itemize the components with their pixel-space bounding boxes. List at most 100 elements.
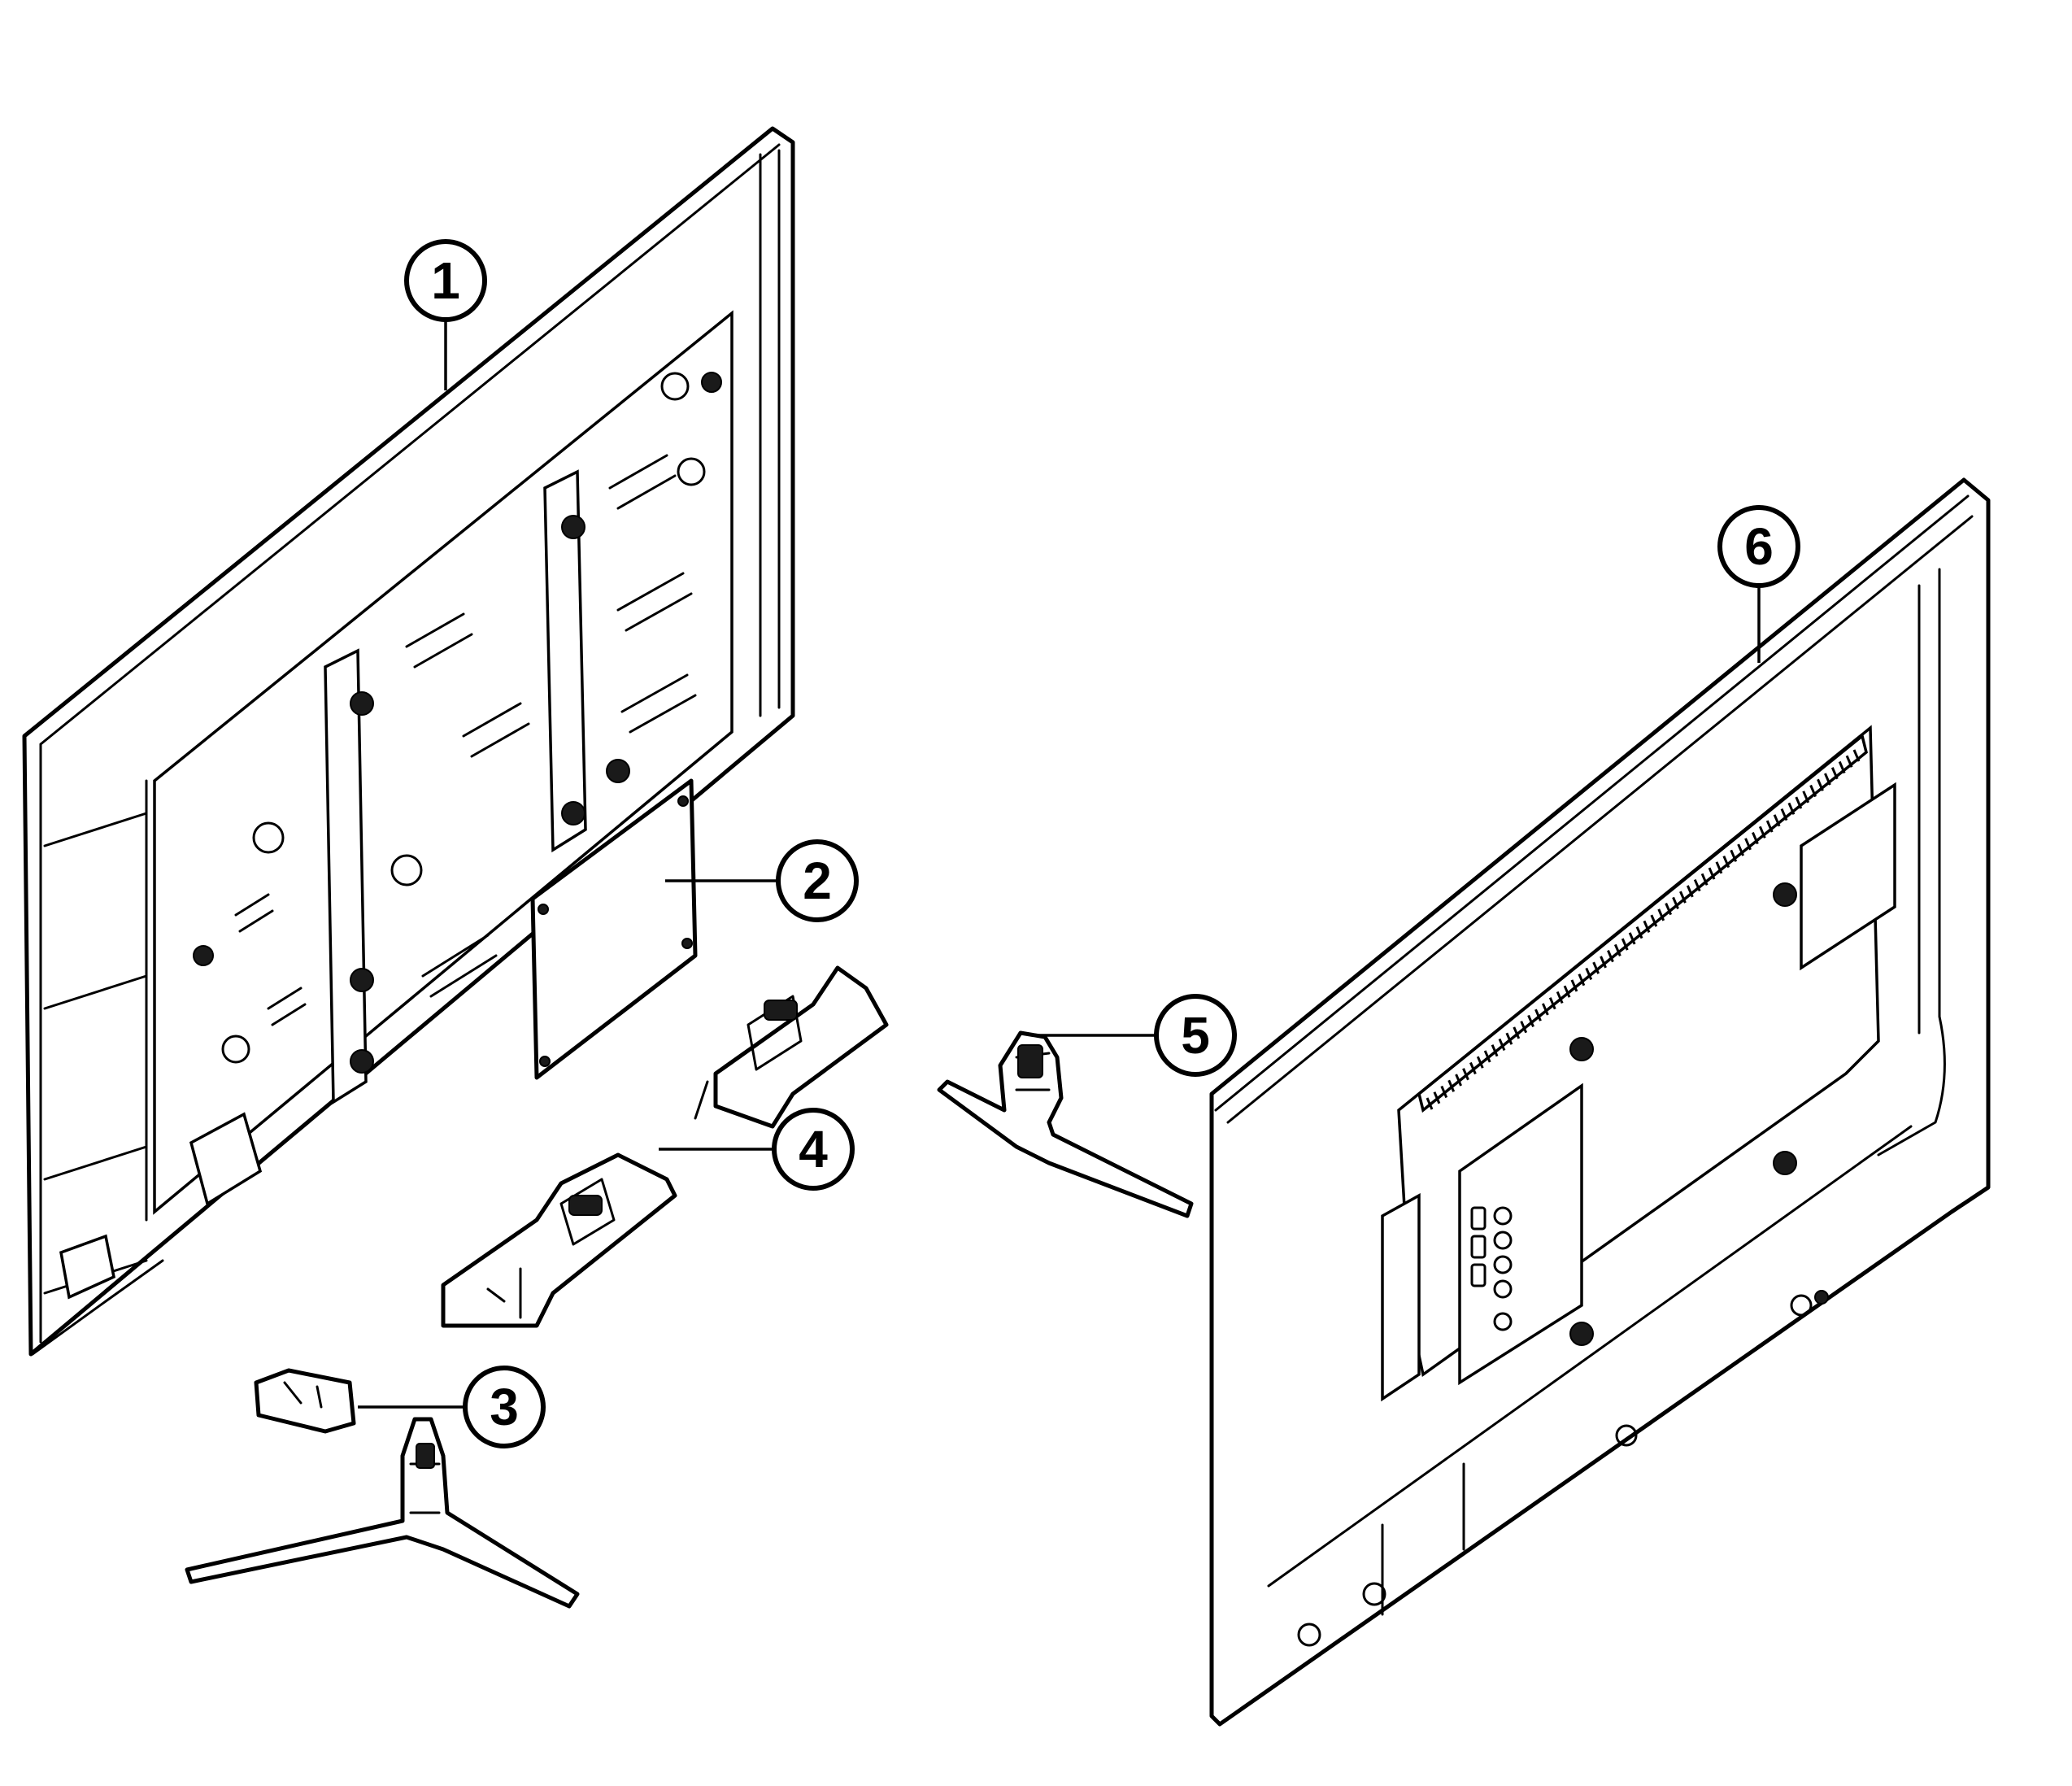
vent-slot — [1752, 831, 1759, 845]
panel-board-holes — [538, 795, 693, 1067]
vent-slot — [1541, 1003, 1549, 1016]
stand-base — [185, 1417, 580, 1609]
front-panel-bottom-tab — [189, 1112, 263, 1206]
front-panel-right-rail — [759, 149, 781, 717]
front-panel-screws — [221, 372, 706, 1064]
vent-slot — [1795, 796, 1803, 809]
vent-slot — [1657, 908, 1665, 921]
vent-slot — [1824, 773, 1831, 786]
vent-slot — [1737, 843, 1745, 856]
vent-slot — [1578, 974, 1586, 987]
callout-number: 5 — [1181, 1006, 1210, 1065]
vent-slot — [1700, 873, 1709, 886]
vent-slot — [1852, 749, 1861, 762]
callout-number: 4 — [799, 1120, 828, 1178]
stand-side-right — [937, 1030, 1194, 1218]
vent-slot — [1498, 1038, 1506, 1052]
vent-slot — [1665, 903, 1673, 916]
stand-neck-bracket-upper — [694, 965, 889, 1129]
vent-slot — [1440, 1085, 1448, 1099]
vent-slot — [1570, 979, 1578, 992]
front-panel-mount-bosses — [193, 372, 722, 1074]
rear-cabinet-terminal-panel — [1458, 1082, 1583, 1386]
vent-slot — [1838, 760, 1846, 774]
rear-cabinet-vent-strip — [1417, 733, 1868, 1113]
rear-cabinet-side-contour — [1877, 568, 1946, 1157]
front-panel-bracket-left — [324, 648, 368, 1105]
front-panel-assembly — [22, 126, 795, 1357]
vent-slot — [1527, 1014, 1534, 1028]
vent-slot — [1433, 1091, 1441, 1104]
callout-6: 6 — [1717, 505, 1800, 588]
rear-cabinet-terminals — [1470, 1206, 1513, 1331]
callout-4: 4 — [772, 1108, 855, 1191]
vent-slot — [1817, 778, 1824, 791]
front-panel-slots — [234, 454, 697, 1026]
front-panel-bracket-right — [543, 469, 587, 853]
vent-slot — [1585, 967, 1593, 980]
vent-slot — [1679, 891, 1687, 904]
vent-slot — [1483, 1050, 1491, 1063]
vent-slot — [1693, 879, 1701, 892]
vent-slot — [1513, 1026, 1521, 1039]
callout-5: 5 — [1154, 994, 1237, 1077]
callout-2: 2 — [776, 839, 859, 922]
vent-slot — [1592, 961, 1600, 974]
rear-cabinet-top-edge — [1214, 494, 1974, 1124]
vent-slot — [1534, 1008, 1542, 1022]
rear-cabinet-label-plate — [1800, 782, 1896, 971]
vent-slot — [1765, 820, 1774, 833]
vent-slot — [1730, 849, 1738, 862]
callout-number: 1 — [431, 251, 460, 310]
vent-slot — [1469, 1061, 1477, 1075]
vent-slot — [1708, 867, 1716, 880]
vent-slot — [1780, 808, 1788, 821]
rear-cabinet-side-bracket — [1381, 1193, 1421, 1402]
vent-slot — [1635, 926, 1643, 939]
callout-1: 1 — [404, 239, 487, 322]
vent-slot — [1830, 767, 1839, 780]
vent-slot — [1643, 920, 1651, 933]
front-panel-inner-back — [153, 310, 733, 1215]
vent-slot — [1722, 855, 1730, 869]
leader-lines — [358, 305, 1761, 1409]
vent-slot — [1744, 838, 1752, 851]
vent-slot — [1462, 1068, 1469, 1081]
callout-number: 3 — [490, 1378, 519, 1436]
vent-slot — [1773, 814, 1781, 827]
vent-slot — [1613, 943, 1621, 956]
vent-slot — [1548, 997, 1556, 1010]
front-panel-top-lip — [39, 143, 781, 1344]
vent-slot — [1809, 784, 1817, 798]
vent-slot — [1802, 791, 1810, 804]
vent-slot — [1426, 1097, 1434, 1110]
vent-slot — [1686, 885, 1694, 898]
vent-slot — [1476, 1056, 1484, 1069]
rear-cabinet-screw-holes — [1297, 882, 1829, 1647]
stand-neck-bracket-lower — [441, 1152, 677, 1328]
stand-clip — [254, 1368, 356, 1434]
callout-3: 3 — [463, 1366, 546, 1448]
rear-cabinet — [1209, 477, 1991, 1727]
vent-slot — [1845, 755, 1853, 768]
vent-slot — [1447, 1079, 1456, 1092]
rear-cabinet-vents — [1426, 749, 1861, 1110]
vent-slot — [1621, 938, 1629, 951]
vent-slot — [1650, 914, 1658, 927]
vent-slot — [1491, 1044, 1499, 1057]
vent-slot — [1600, 956, 1607, 969]
callout-number: 2 — [803, 852, 832, 910]
vent-slot — [1563, 985, 1571, 998]
vent-slot — [1520, 1021, 1528, 1034]
front-panel-corner-tab — [59, 1234, 115, 1300]
vent-slot — [1556, 991, 1564, 1004]
front-panel-left-brackets — [43, 779, 148, 1295]
callout-number: 6 — [1744, 517, 1774, 576]
vent-slot — [1628, 932, 1636, 945]
vent-slot — [1455, 1074, 1462, 1087]
vent-slot — [1787, 802, 1796, 815]
vent-slot — [1505, 1032, 1513, 1045]
panel-board — [530, 778, 698, 1080]
vent-slot — [1758, 825, 1766, 839]
